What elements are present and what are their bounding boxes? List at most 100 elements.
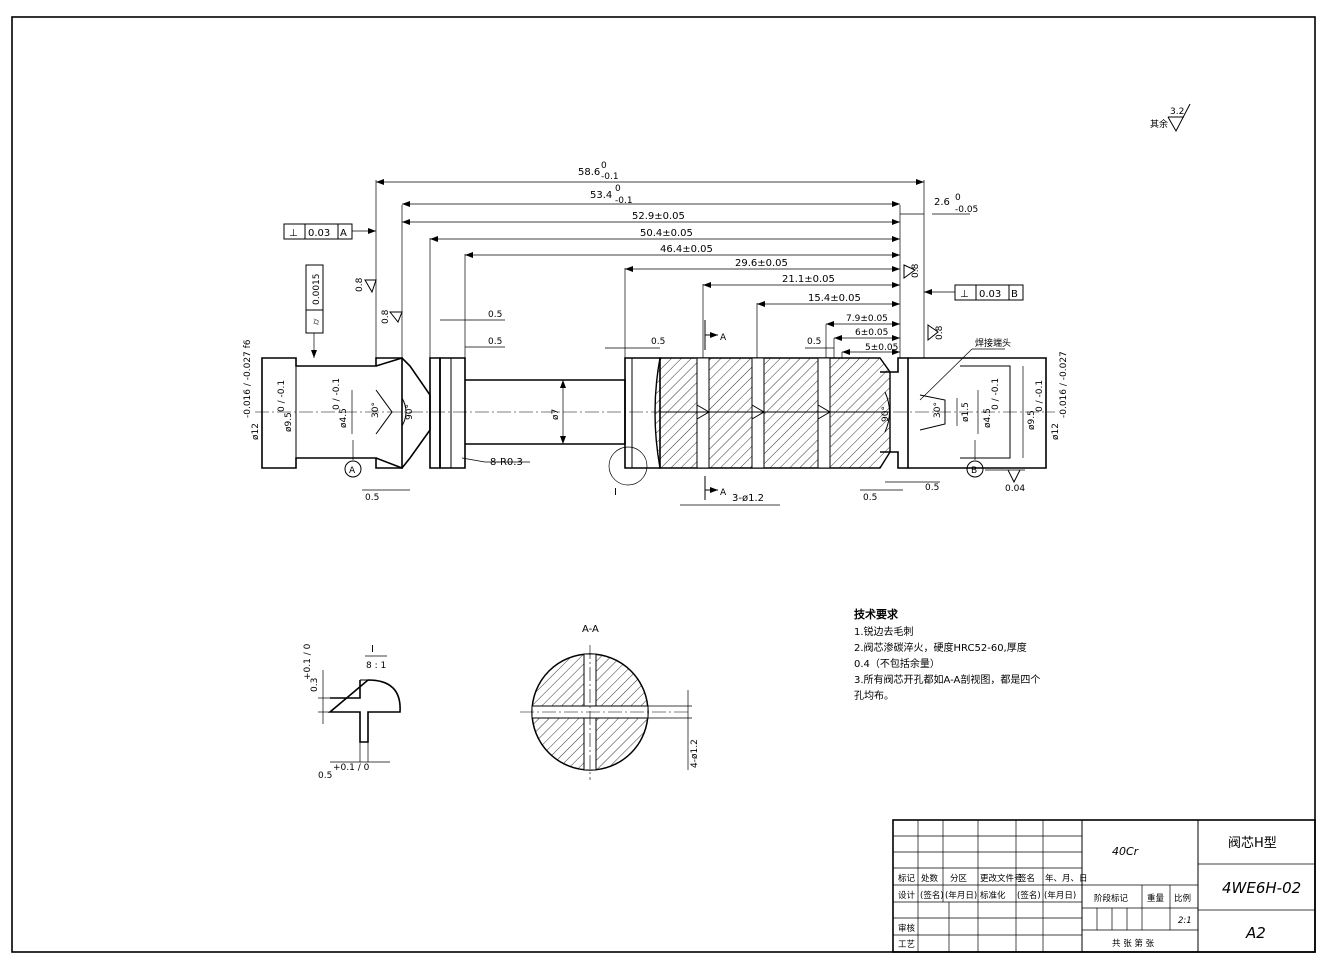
horizontal-dimensions: 58.6 0 -0.1 53.4 0 -0.1 52.9±0.05 50.4±0… [362, 161, 978, 506]
section-holes-dim: 4-ø1.2 [690, 739, 700, 768]
surface-finish-note: 其余 3.2 [1150, 103, 1191, 133]
leader-note: 焊接端头 [919, 337, 1011, 401]
tech-line-2: 2.阀芯渗碳淬火，硬度HRC52-60,厚度 [854, 641, 1027, 654]
dim-58-6-lower: -0.1 [601, 172, 619, 182]
surface-finish-label: 其余 [1150, 118, 1168, 130]
section-view: A-A 4-ø1.2 [520, 624, 700, 780]
tb-scale-value: 2:1 [1178, 916, 1192, 926]
tb-h-zone: 分区 [950, 874, 968, 884]
tech-title: 技术要求 [854, 607, 899, 621]
tech-line-4: 3.所有阀芯开孔都如A-A剖视图，都是四个 [854, 673, 1040, 686]
dim-53-4-lower: -0.1 [615, 196, 633, 206]
dia-left-95: ø9.5 [284, 412, 294, 432]
detail-dim-bot: 0.5 [318, 771, 332, 781]
dia-right-45-tol: 0 / -0.1 [991, 378, 1001, 410]
section-mark-top: A [720, 333, 727, 343]
dia-right-95-tol: 0 / -0.1 [1035, 380, 1045, 412]
dia-left-outer-tol: -0.016 / -0.027 f6 [243, 339, 253, 418]
tb-weight: 重量 [1147, 893, 1165, 904]
dim-half-3: 0.5 [651, 337, 665, 347]
detail-dim-bot-tol: +0.1 / 0 [333, 763, 370, 773]
left-end-outline [261, 357, 403, 469]
datum-a: A [344, 440, 362, 478]
tb-r-sign: (签名) [920, 890, 944, 901]
dia-left-45: ø4.5 [339, 408, 349, 428]
roughness-4: 0.8 [935, 325, 945, 340]
title-block: 标记 处数 分区 更改文件号 签名 年、月、日 设计 (签名) (年月日) 标准… [892, 819, 1316, 953]
dim-53-4: 53.4 [590, 190, 612, 201]
dim-5: 5±0.05 [865, 343, 898, 353]
section-title: A-A [582, 624, 599, 635]
dia-mid: ø7 [551, 409, 561, 420]
tolerance-frame-left: ⊥ 0.03 A [283, 223, 376, 240]
angle-right-30: 30° [933, 402, 943, 418]
sheet-border [11, 16, 1316, 953]
dim-half-7: 0.5 [925, 483, 939, 493]
datum-b-label: B [971, 466, 977, 476]
tb-r-date2: (年月日) [1044, 890, 1076, 901]
cyl-symbol: ⌭ [312, 318, 322, 325]
dim-53-4-upper: 0 [615, 184, 621, 194]
dim-half-2: 0.5 [488, 337, 502, 347]
detail-scale: 8 : 1 [366, 661, 386, 671]
tb-r-date: (年月日) [945, 890, 977, 901]
dia-right-15: ø1.5 [961, 402, 971, 422]
dim-7-9: 7.9±0.05 [846, 314, 888, 324]
tb-h-count: 处数 [921, 873, 939, 884]
cyl-value: 0.0015 [312, 274, 322, 306]
dim-58-6-upper: 0 [601, 161, 607, 171]
dim-half-6: 0.5 [863, 493, 877, 503]
tb-h-mark: 标记 [898, 873, 916, 884]
detail-title: I [371, 644, 374, 655]
dim-46-4: 46.4±0.05 [660, 244, 713, 255]
tb-sheets: 共 张 第 张 [1112, 938, 1155, 949]
dim-58-6: 58.6 [578, 167, 600, 178]
tb-scale-label: 比例 [1174, 893, 1191, 904]
dim-15-4: 15.4±0.05 [808, 293, 861, 304]
perp-value-right: 0.03 [979, 289, 1001, 300]
tb-r-sign2: (签名) [1017, 890, 1041, 901]
dim-21-1: 21.1±0.05 [782, 274, 835, 285]
tb-h-doc: 更改文件号 [980, 873, 1023, 884]
dim-52-9: 52.9±0.05 [632, 211, 685, 222]
dim-half-4: 0.5 [807, 337, 821, 347]
datum-b: B [966, 440, 984, 478]
tb-drawing-no: 4WE6H-02 [1222, 879, 1301, 897]
tb-part-name: 阀芯H型 [1228, 836, 1277, 851]
dim-29-6: 29.6±0.05 [735, 258, 788, 269]
radius-note: 8-R0.3 [490, 457, 523, 468]
dia-left-45-tol: 0 / -0.1 [332, 378, 342, 410]
dim-half-1: 0.5 [488, 310, 502, 320]
tb-r-design: 设计 [898, 890, 916, 901]
perp-datum-left: A [340, 228, 347, 239]
datum-a-label: A [349, 466, 356, 476]
dim-2-6-lower: -0.05 [955, 205, 978, 215]
dia-right-45: ø4.5 [983, 408, 993, 428]
tb-sheet-size: A2 [1245, 924, 1266, 942]
dia-right-95: ø9.5 [1027, 410, 1037, 430]
tech-line-1: 1.锐边去毛刺 [854, 625, 914, 638]
tb-process: 工艺 [898, 940, 915, 950]
tb-review: 审核 [898, 923, 916, 934]
dia-left-outer: ø12 [251, 423, 261, 440]
dim-2-6-upper: 0 [955, 193, 961, 203]
roughness-symbols: 0.8 0.8 0.8 0.8 [355, 263, 945, 342]
tb-material: 40Cr [1112, 845, 1140, 858]
tb-r-std: 标准化 [980, 890, 1006, 901]
dia-right-outer-tol: -0.016 / -0.027 [1059, 351, 1069, 418]
dim-6: 6±0.05 [855, 328, 888, 338]
runout-note: 0.04 [985, 469, 1025, 494]
angle-right-90: 90° [881, 406, 891, 422]
angle-left-90: 90° [405, 404, 415, 420]
tb-h-date: 年、月、日 [1045, 873, 1088, 884]
dim-half-5: 0.5 [365, 493, 379, 503]
angle-left-30: 30° [371, 402, 381, 418]
left-land [429, 357, 441, 469]
detail-mark: I [614, 487, 617, 498]
tolerance-frame-right: ⊥ 0.03 B [924, 284, 1024, 301]
surface-finish-value: 3.2 [1170, 107, 1184, 117]
perp-symbol-right: ⊥ [960, 289, 969, 300]
diameter-dimensions: ø12 -0.016 / -0.027 f6 ø9.5 0 / -0.1 ø4.… [243, 339, 1069, 468]
perp-datum-right: B [1011, 289, 1018, 300]
